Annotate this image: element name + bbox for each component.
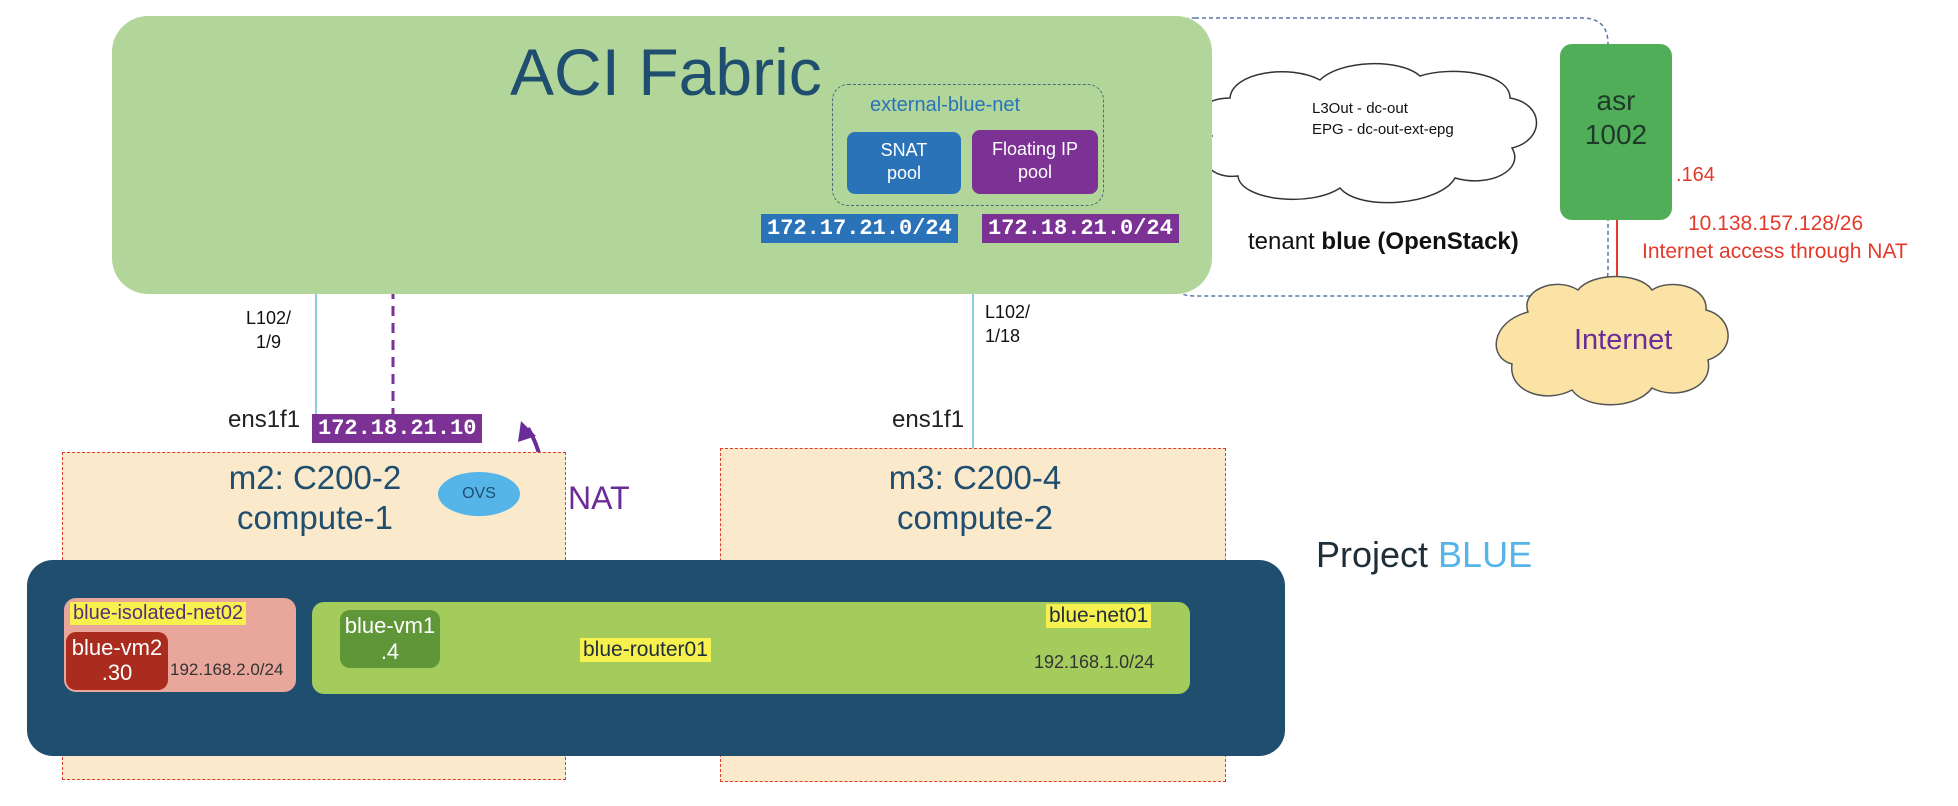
ovs-bridge: OVS	[438, 472, 520, 516]
vm2-name: blue-vm2	[71, 635, 163, 660]
compute-1-title: m2: C200-2 compute-1	[228, 459, 402, 536]
internet-cloud	[1495, 275, 1729, 406]
l3out-line2: EPG - dc-out-ext-epg	[1312, 121, 1454, 138]
ens-ip-label: 172.18.21.10	[312, 414, 483, 443]
vm1-name: blue-vm1	[344, 613, 436, 638]
asr-ip-suffix: .164	[1676, 164, 1715, 186]
blue-vm2: blue-vm2 .30	[66, 632, 168, 690]
snat-subnet-label: 172.17.21.0/24	[761, 214, 958, 243]
blue-net01-cidr: 192.168.1.0/24	[1034, 652, 1155, 672]
project-prefix: Project	[1316, 534, 1439, 575]
isolated-net-label: blue-isolated-net02	[70, 602, 247, 625]
compute-2-title: m3: C200-4 compute-2	[888, 459, 1062, 536]
vm2-ip: .30	[101, 660, 133, 685]
l3out-line1: L3Out - dc-out	[1312, 100, 1408, 117]
blue-net01-label: blue-net01	[1046, 604, 1152, 628]
project-label: Project BLUE	[1316, 534, 1532, 576]
nat-arrow-head	[518, 421, 536, 442]
snat-pool: SNAT pool	[847, 132, 961, 194]
floating-ip-dashed-path	[391, 244, 1030, 418]
interface-right: ens1f1	[892, 406, 965, 433]
link-label-right: L102/ 1/18	[985, 302, 1031, 346]
internet-nat-note: Internet access through NAT	[1642, 240, 1908, 263]
vm1-ip: .4	[380, 639, 400, 664]
floating-ip-pool: Floating IP pool	[972, 130, 1098, 194]
project-name: BLUE	[1438, 534, 1533, 575]
router-label: blue-router01	[580, 638, 711, 662]
tenant-name: blue (OpenStack)	[1321, 228, 1519, 255]
external-net-label: external-blue-net	[870, 94, 1021, 116]
aci-fabric-title: ACI Fabric	[510, 35, 822, 109]
internet-label: Internet	[1574, 324, 1673, 356]
tenant-label: tenant blue (OpenStack)	[1248, 228, 1519, 256]
isolated-net-cidr: 192.168.2.0/24	[170, 660, 284, 679]
internet-subnet: 10.138.157.128/26	[1688, 212, 1864, 235]
link-label-left: L102/ 1/9	[246, 308, 292, 352]
blue-vm1: blue-vm1 .4	[340, 610, 440, 668]
floating-subnet-label: 172.18.21.0/24	[982, 214, 1179, 243]
l3out-label: L3Out - dc-out EPG - dc-out-ext-epg	[1312, 98, 1454, 140]
external-net-group	[832, 84, 1104, 206]
blue-net01-box	[312, 602, 1190, 694]
tenant-prefix: tenant	[1248, 228, 1322, 255]
interface-left: ens1f1	[228, 406, 301, 433]
asr-router: asr 1002	[1560, 44, 1672, 220]
nat-label: NAT	[568, 480, 630, 516]
